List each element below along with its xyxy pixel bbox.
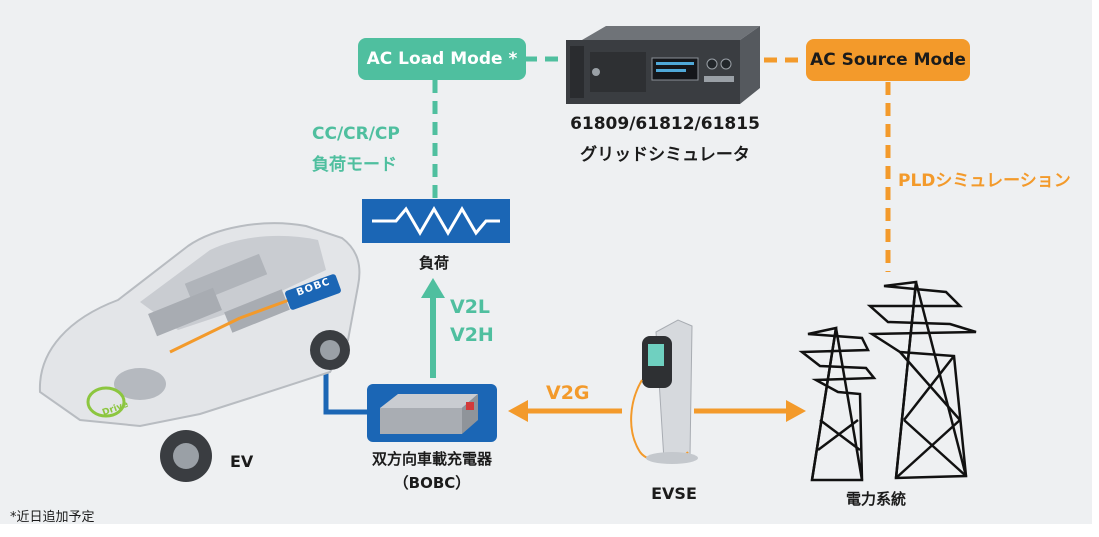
charger-abbrev: （BOBC） [393, 474, 471, 492]
ev-label: EV [230, 452, 254, 471]
load-label: 負荷 [418, 254, 449, 272]
evse-station [630, 319, 698, 464]
v2l-arrow [421, 278, 445, 378]
pld-simulation-label: PLDシミュレーション [898, 171, 1071, 191]
v2l-label: V2L [450, 296, 491, 318]
v2g-label: V2G [546, 382, 590, 404]
load-resistor-icon [362, 199, 510, 243]
power-grid-label: 電力系統 [845, 490, 906, 508]
load-modes-line1: CC/CR/CP [312, 124, 400, 144]
evse-grid-arrow [694, 400, 806, 422]
ac-source-mode-box: AC Source Mode [806, 39, 970, 81]
transmission-towers [798, 280, 977, 482]
footnote: *近日追加予定 [10, 510, 95, 525]
device-model: 61809/61812/61815 [570, 114, 760, 134]
grid-simulator-device [566, 26, 760, 104]
device-name: グリッドシミュレータ [580, 145, 750, 165]
evse-label: EVSE [651, 484, 697, 503]
charger-label: 双方向車載充電器 [371, 450, 492, 468]
v2h-label: V2H [450, 324, 494, 346]
v2g-arrow [508, 400, 622, 422]
load-modes-line2: 負荷モード [312, 155, 397, 175]
charger-module [367, 384, 497, 442]
ev-car-illustration [38, 222, 361, 482]
ac-load-mode-box: AC Load Mode * [358, 38, 526, 80]
